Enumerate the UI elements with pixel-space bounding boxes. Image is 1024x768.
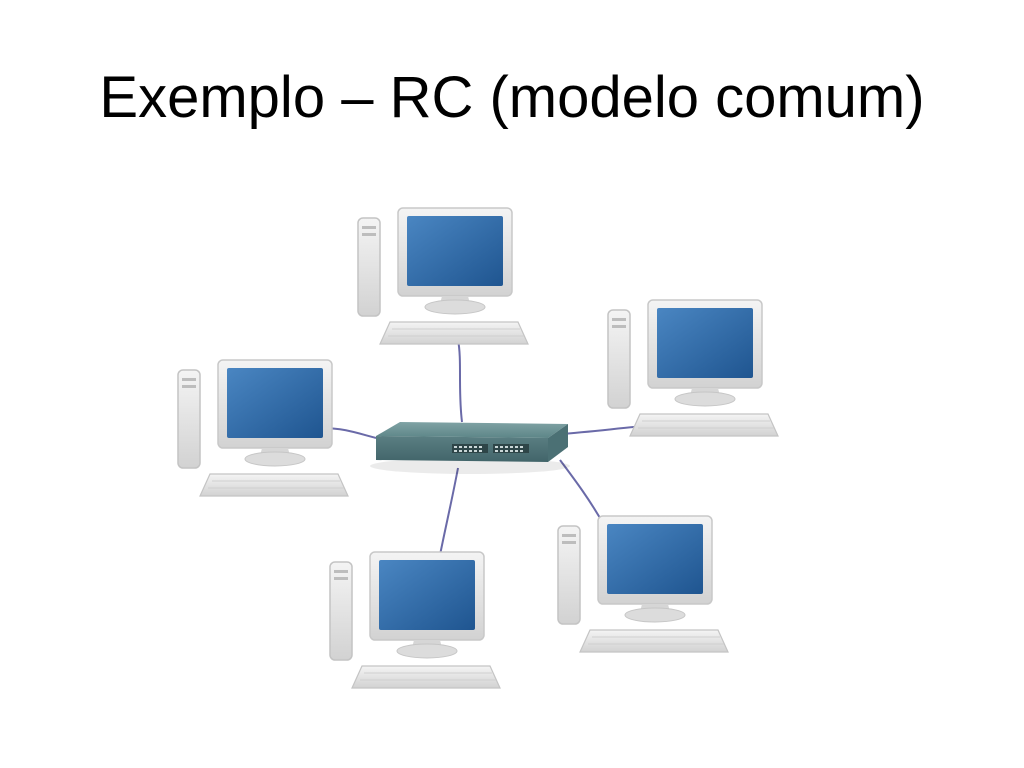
desktop-computer-icon [177,359,349,497]
desktop-computer-icon [329,551,501,689]
slide-title: Exemplo – RC (modelo comum) [99,65,925,130]
cable-to-computer-bottom-left [439,467,459,556]
cable-to-computer-bottom-right [559,459,605,526]
desktop-computer-icon [357,207,529,345]
desktop-computer-icon [557,515,729,653]
network-switch-icon [370,422,570,474]
desktop-computer-icon [607,299,779,437]
cable-to-computer-top [457,339,463,423]
